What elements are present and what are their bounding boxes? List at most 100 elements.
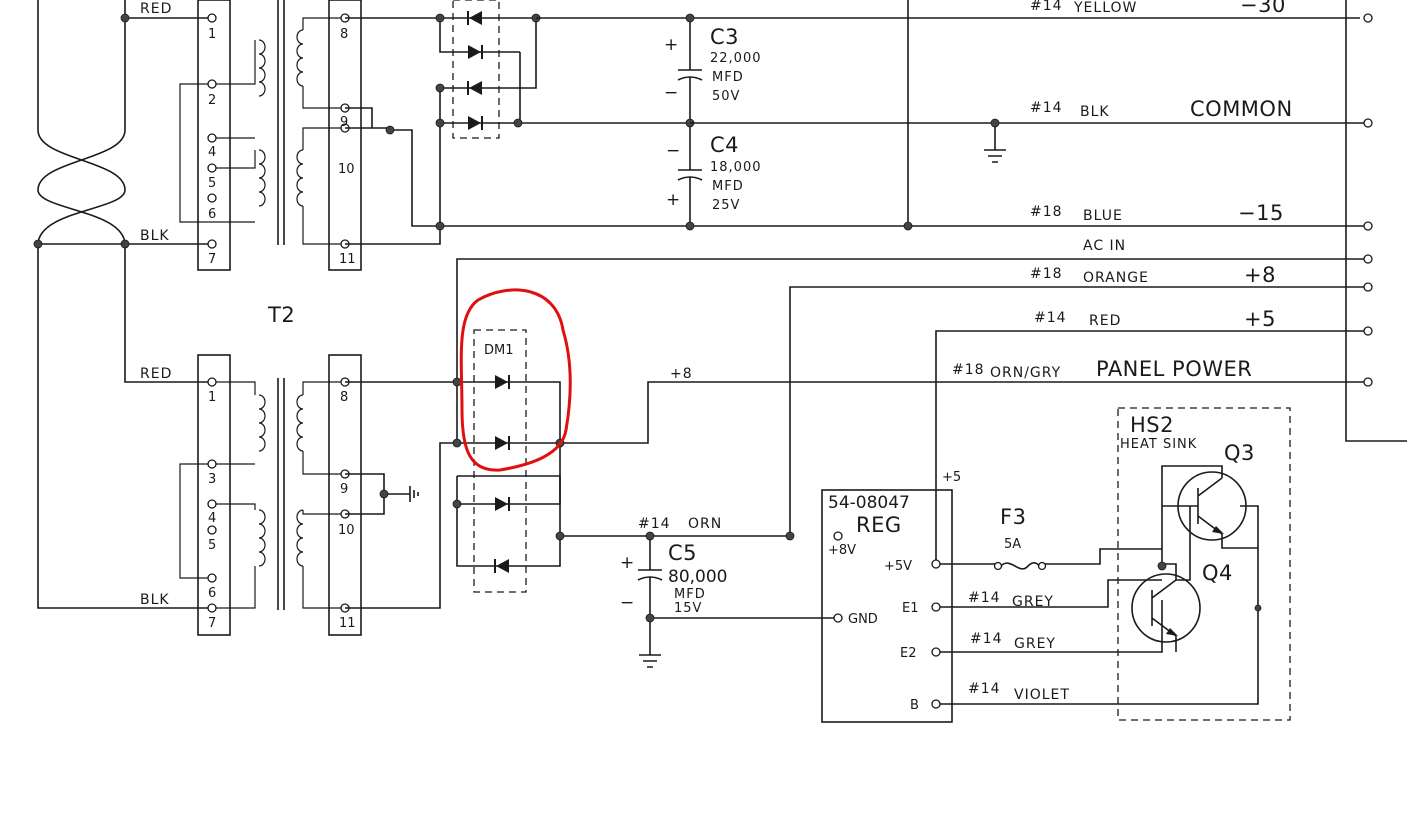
c3-minus: − <box>664 83 678 103</box>
regulator-part: 54-08047 <box>828 493 910 513</box>
orn-gauge: #14 <box>638 516 671 532</box>
lower-blk-wire-label: BLK <box>140 592 170 608</box>
rail-panel-power: #18 ORN/GRY PANEL POWER <box>952 357 1252 381</box>
pin-label: 10 <box>338 523 355 538</box>
upper-rectifier-bridge <box>345 0 908 245</box>
orn-wire: ORN <box>688 516 722 532</box>
c3-name: C3 <box>710 25 739 49</box>
rail-gauge: #14 <box>1030 0 1063 14</box>
ac-input-wiring <box>33 0 212 609</box>
c4-voltage: 25V <box>712 198 740 213</box>
rail-common: #14 BLK COMMON <box>1030 97 1293 121</box>
rail-gauge: #14 <box>1034 310 1067 326</box>
pin-label: 5 <box>208 538 216 553</box>
upper-transformer-pin-labels: 1 2 4 5 6 7 8 9 10 11 <box>208 27 356 267</box>
lower-transformer-pin-labels: 1 3 4 5 6 7 8 9 10 11 <box>208 390 356 631</box>
transistor-q3-label: Q3 <box>1224 441 1255 465</box>
c4-unit: MFD <box>712 179 744 194</box>
rail-blue: #18 BLUE −15 <box>1030 201 1284 225</box>
pin-label: 6 <box>208 207 216 222</box>
pin-label: 2 <box>208 93 216 108</box>
heatsink-hs2 <box>1117 407 1291 721</box>
rail-wire: BLUE <box>1083 208 1123 224</box>
regulator-pin-e1: E1 <box>902 601 919 616</box>
output-rails <box>456 0 1407 564</box>
c4-value: 18,000 <box>710 160 762 175</box>
rail-wire: AC IN <box>1083 238 1126 254</box>
wire-color: GREY <box>1014 636 1056 652</box>
dm1-label: DM1 <box>484 343 514 358</box>
wire-gauge: #14 <box>970 631 1003 647</box>
pin-label: 8 <box>340 390 348 405</box>
c5-name: C5 <box>668 541 697 565</box>
capacitor-c3 <box>536 13 1360 123</box>
rail-value: −30 <box>1240 0 1286 17</box>
regulator-plus5: +5 <box>942 470 961 485</box>
rail-gauge: #18 <box>1030 204 1063 220</box>
rail-value: COMMON <box>1190 97 1293 121</box>
wire-gauge: #14 <box>968 681 1001 697</box>
rail-wire: RED <box>1089 313 1121 329</box>
pin-label: 3 <box>208 472 216 487</box>
plus8-label: +8 <box>670 366 693 382</box>
capacitor-c5 <box>637 531 838 668</box>
upper-transformer <box>179 0 362 271</box>
regulator-name: REG <box>856 513 902 537</box>
lower-red-wire-label: RED <box>140 366 172 382</box>
capacitor-c4 <box>677 118 703 231</box>
fuse-name: F3 <box>1000 505 1026 529</box>
rail-gauge: #18 <box>1030 266 1063 282</box>
c3-value: 22,000 <box>710 51 762 66</box>
c5-plus: + <box>620 553 634 573</box>
pin-label: 5 <box>208 176 216 191</box>
rail-ac-in: AC IN <box>1083 238 1126 254</box>
rail-wire: ORANGE <box>1083 270 1149 286</box>
lower-transformer <box>179 354 362 636</box>
rail-yellow: #14 YELLOW −30 <box>1030 0 1286 17</box>
pin-label: 10 <box>338 162 355 177</box>
heatsink-subtitle: HEAT SINK <box>1120 437 1197 452</box>
rail-wire: ORN/GRY <box>990 365 1061 381</box>
regulator-pin-gnd: GND <box>848 612 878 627</box>
rail-value: −15 <box>1238 201 1284 225</box>
pin-label: 7 <box>208 252 216 267</box>
upper-blk-wire-label: BLK <box>140 228 170 244</box>
rail-orange: #18 ORANGE +8 <box>1030 263 1276 287</box>
rail-value: +8 <box>1244 263 1276 287</box>
c3-voltage: 50V <box>712 89 740 104</box>
rail-red: #14 RED +5 <box>1034 307 1276 331</box>
c3-plus: + <box>664 35 678 55</box>
regulator-pin-out: +5V <box>884 559 912 574</box>
c5-value: 80,000 <box>668 567 727 587</box>
pin-label: 11 <box>339 616 356 631</box>
pin-label: 9 <box>340 482 348 497</box>
regulator-pin-in: +8V <box>828 543 856 558</box>
heatsink-name: HS2 <box>1130 413 1174 437</box>
regulator-pin-b: B <box>910 698 919 713</box>
c5-voltage: 15V <box>674 601 702 616</box>
wire-color: GREY <box>1012 594 1054 610</box>
pin-label: 8 <box>340 27 348 42</box>
c4-plus: + <box>666 190 680 210</box>
rail-value: PANEL POWER <box>1096 357 1252 381</box>
c4-name: C4 <box>710 133 739 157</box>
rail-gauge: #14 <box>1030 100 1063 116</box>
regulator-pin-e2: E2 <box>900 646 917 661</box>
pin-label: 1 <box>208 27 216 42</box>
rail-gauge: #18 <box>952 362 985 378</box>
regulator-block <box>821 489 953 723</box>
wire-gauge: #14 <box>968 590 1001 606</box>
wire-color: VIOLET <box>1014 687 1070 703</box>
fuse-f3 <box>940 548 1162 571</box>
pin-label: 6 <box>208 586 216 601</box>
transistor-q4-label: Q4 <box>1202 561 1233 585</box>
pin-label: 4 <box>208 511 216 526</box>
rail-wire: BLK <box>1080 104 1110 120</box>
fuse-rating: 5A <box>1004 537 1021 552</box>
pin-label: 9 <box>340 115 348 130</box>
pin-label: 11 <box>339 252 356 267</box>
rail-value: +5 <box>1244 307 1276 331</box>
c5-minus: − <box>620 593 634 613</box>
c4-minus: − <box>666 141 680 161</box>
